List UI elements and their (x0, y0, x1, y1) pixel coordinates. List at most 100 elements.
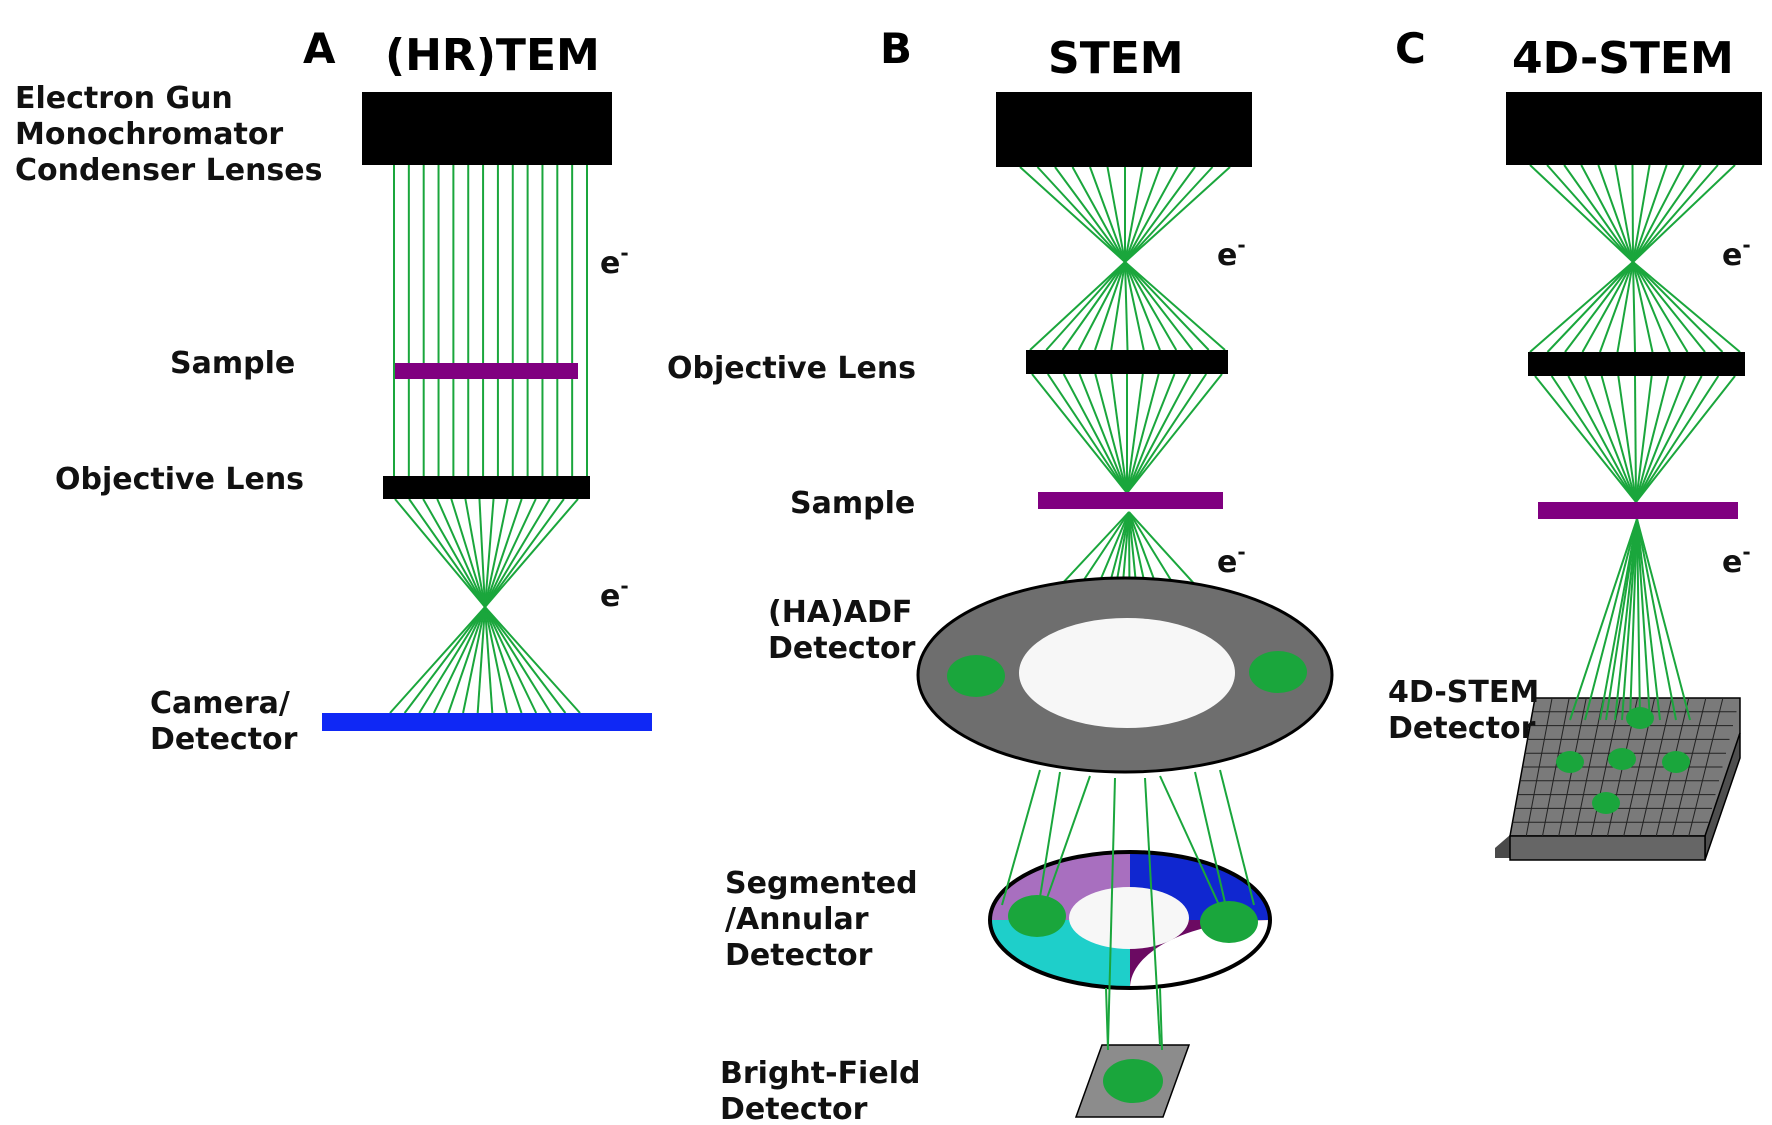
ray-b-conv1-12 (1124, 166, 1231, 263)
label-detector-a: Detector (150, 722, 298, 757)
ray-b-div1-3 (1077, 261, 1126, 351)
electron-symbol-c2: e- (1722, 540, 1751, 580)
label-objective-lens-a: Objective Lens (55, 462, 304, 497)
ray-b-conv1-3 (1071, 166, 1126, 263)
camera-detector-a (322, 713, 652, 731)
ray-b-div1-4 (1094, 261, 1126, 351)
electron-symbol-a1: e- (600, 241, 629, 281)
4d-spot-4 (1662, 751, 1690, 773)
ray-c-conv2-7 (1635, 375, 1653, 503)
label-4d-stem: 4D-STEM (1388, 675, 1539, 710)
ray-b-conv2-1 (1047, 373, 1128, 494)
ray-a-div-12 (484, 606, 567, 714)
ray-b-bf-left (1105, 987, 1109, 1051)
ray-c-div1-1 (1546, 261, 1634, 353)
ray-c-conv1-5 (1614, 164, 1634, 263)
ray-c-conv2-1 (1550, 375, 1637, 503)
ray-a-div-11 (484, 606, 552, 714)
ray-b-lower-2 (1159, 775, 1226, 919)
ray-a-div-8 (484, 606, 508, 714)
ray-a-conv-1 (408, 498, 486, 608)
ray-b-lower-1 (1039, 775, 1091, 919)
ray-b-div1-9 (1124, 261, 1178, 351)
label-electron-gun: Electron Gun (15, 81, 233, 116)
label-annular: /Annular (725, 902, 869, 937)
ray-c-conv2-12 (1635, 375, 1736, 503)
label-4d-stem-detector: Detector (1388, 711, 1536, 746)
haadf-spot-left (947, 655, 1005, 697)
ray-b-div1-5 (1110, 261, 1126, 351)
ray-b-bf-right (1159, 987, 1163, 1051)
ray-a-conv-4 (450, 498, 486, 608)
panel-b-title: STEM (1048, 33, 1184, 84)
ray-b-conv2-12 (1126, 373, 1223, 494)
ray-b-conv1-9 (1124, 166, 1179, 263)
ray-a-div-10 (484, 606, 538, 714)
ray-b-div1-0 (1029, 261, 1126, 351)
electron-gun-block-a (362, 92, 612, 165)
ray-c-div1-5 (1616, 261, 1634, 353)
ray-a-conv-12 (484, 498, 565, 608)
ray-c-conv2-6 (1634, 375, 1637, 503)
beam-rays-a (389, 165, 588, 714)
ray-a-conv-11 (484, 498, 551, 608)
ray-c-scatter-1 (1584, 518, 1638, 721)
label-haadf-detector: Detector (768, 631, 916, 666)
electron-symbol-c1: e- (1722, 233, 1751, 273)
ray-b-div1-12 (1124, 261, 1226, 351)
ray-b-conv2-4 (1094, 373, 1128, 494)
objective-lens-c (1528, 352, 1745, 376)
ray-c-conv2-10 (1635, 375, 1703, 503)
ray-b-conv2-10 (1126, 373, 1192, 494)
ray-c-scatter-6 (1629, 518, 1638, 721)
ray-c-div1-6 (1632, 261, 1636, 353)
ray-a-div-7 (484, 606, 494, 714)
ray-b-conv1-7 (1124, 166, 1144, 263)
label-segmented-detector: Detector (725, 938, 873, 973)
ray-c-div1-4 (1599, 261, 1634, 353)
beam-rays-c (1529, 164, 1741, 721)
panel-a: A (HR)TEM Electron Gun Monochromator Con… (15, 24, 652, 757)
ray-a-div-5 (462, 606, 486, 714)
ray-c-conv1-0 (1529, 164, 1634, 263)
ray-b-conv2-8 (1126, 373, 1160, 494)
ray-c-conv1-1 (1546, 164, 1634, 263)
ray-c-conv2-11 (1635, 375, 1720, 503)
ray-c-conv1-3 (1580, 164, 1634, 263)
electron-gun-block-b (996, 92, 1252, 167)
ray-b-lower-5 (1219, 769, 1255, 906)
ray-c-conv1-2 (1563, 164, 1634, 263)
ray-c-conv1-6 (1631, 164, 1634, 263)
ray-c-conv2-0 (1534, 375, 1637, 503)
ray-c-scatter-9 (1636, 518, 1661, 721)
label-haadf: (HA)ADF (768, 595, 912, 630)
ray-c-scatter-8 (1636, 518, 1651, 721)
ray-c-conv1-9 (1632, 164, 1685, 263)
ray-b-div1-2 (1061, 261, 1126, 351)
ray-c-scatter-0 (1569, 518, 1638, 721)
haadf-inner-hole (1019, 618, 1235, 728)
ray-b-conv1-0 (1019, 166, 1126, 263)
4d-spot-1 (1626, 707, 1654, 729)
ray-c-div1-0 (1529, 261, 1634, 353)
ray-c-conv1-7 (1632, 164, 1651, 263)
ray-c-scatter-7 (1636, 518, 1641, 721)
ray-c-conv2-9 (1635, 375, 1686, 503)
ray-b-lower-0 (1036, 771, 1061, 917)
4d-spot-2 (1556, 751, 1584, 773)
ray-a-div-2 (418, 606, 486, 714)
panel-c-letter: C (1395, 24, 1426, 73)
ray-a-conv-0 (394, 498, 486, 608)
electron-symbol-b1: e- (1217, 233, 1246, 273)
ray-b-div1-10 (1124, 261, 1194, 351)
4d-spot-3 (1608, 748, 1636, 770)
ray-c-div1-12 (1632, 261, 1741, 353)
ray-b-div1-8 (1124, 261, 1161, 351)
ray-c-conv1-10 (1632, 164, 1702, 263)
ray-c-conv2-5 (1617, 375, 1637, 503)
ray-c-scatter-3 (1605, 518, 1638, 721)
ray-c-div1-2 (1564, 261, 1634, 353)
label-bright-field-detector: Detector (720, 1092, 868, 1125)
ray-a-div-0 (389, 606, 486, 714)
